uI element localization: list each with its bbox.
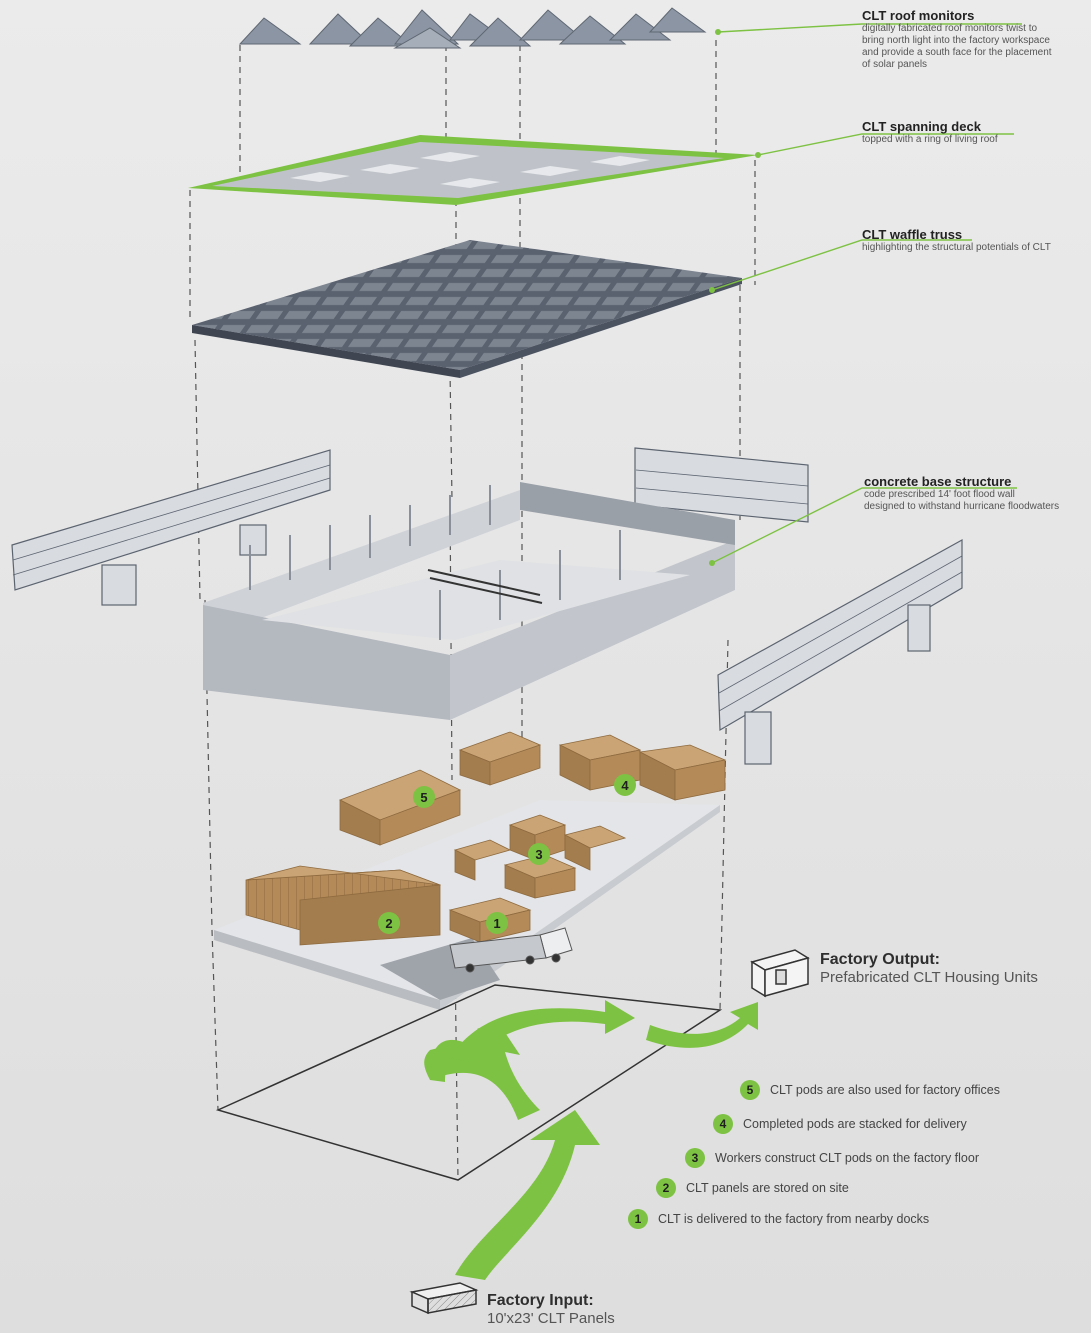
- factory-input-label: Factory Input: 10'x23' CLT Panels: [487, 1291, 615, 1328]
- clt-pods: [245, 731, 727, 946]
- factory-output-label: Factory Output: Prefabricated CLT Housin…: [820, 950, 1038, 987]
- legend-text: CLT pods are also used for factory offic…: [770, 1083, 1000, 1097]
- callout-title: concrete base structure: [864, 474, 1012, 489]
- callout-spanning-deck: CLT spanning deck topped with a ring of …: [862, 119, 1087, 146]
- callout-desc-line: and provide a south face for the placeme…: [862, 47, 1052, 58]
- waffle-truss: [192, 240, 742, 378]
- side-wall-panels: [11, 447, 963, 765]
- callout-leaders: [711, 23, 1022, 564]
- legend-item-5: 5 CLT pods are also used for factory off…: [740, 1080, 1000, 1100]
- callout-roof-monitors: CLT roof monitors digitally fabricated r…: [862, 8, 1087, 71]
- legend-item-3: 3 Workers construct CLT pods on the fact…: [685, 1148, 979, 1168]
- output-subtitle: Prefabricated CLT Housing Units: [820, 969, 1038, 986]
- callout-title: CLT spanning deck: [862, 119, 981, 134]
- callout-desc-line: designed to withstand hurricane floodwat…: [864, 501, 1060, 512]
- legend-text: Completed pods are stacked for delivery: [743, 1117, 967, 1131]
- callout-desc-line: of solar panels: [862, 59, 928, 70]
- spanning-deck: [188, 135, 758, 205]
- legend-item-4: 4 Completed pods are stacked for deliver…: [713, 1114, 967, 1134]
- dashed-guides: [189, 40, 756, 1181]
- callout-desc-line: bring north light into the factory works…: [862, 35, 1050, 46]
- callout-desc-line: topped with a ring of living roof: [862, 134, 998, 145]
- legend-number: 5: [740, 1080, 760, 1100]
- callout-desc-line: code prescribed 14' foot flood wall: [864, 489, 1015, 500]
- legend-text: CLT panels are stored on site: [686, 1181, 849, 1195]
- flow-arrows: [424, 1000, 758, 1280]
- concrete-base: [203, 482, 735, 720]
- step-badge-5: 5: [413, 786, 435, 808]
- input-title: Factory Input:: [487, 1292, 594, 1309]
- legend-text: Workers construct CLT pods on the factor…: [715, 1151, 980, 1165]
- step-badge-4: 4: [614, 774, 636, 796]
- callout-title: CLT roof monitors: [862, 8, 975, 23]
- legend-number: 1: [628, 1209, 648, 1229]
- legend-item-1: 1 CLT is delivered to the factory from n…: [628, 1209, 929, 1229]
- housing-unit-icon: [750, 949, 810, 998]
- legend-text: CLT is delivered to the factory from nea…: [658, 1212, 930, 1226]
- callout-title: CLT waffle truss: [862, 227, 963, 242]
- clt-panel-icon: [409, 1282, 479, 1315]
- input-subtitle: 10'x23' CLT Panels: [487, 1310, 615, 1327]
- roof-monitors: [238, 7, 707, 49]
- callout-base-structure: concrete base structure code prescribed …: [864, 474, 1089, 513]
- step-badge-3: 3: [528, 843, 550, 865]
- legend-item-2: 2 CLT panels are stored on site: [656, 1178, 849, 1198]
- truck-icon: [449, 927, 573, 973]
- legend-number: 4: [713, 1114, 733, 1134]
- step-badge-2: 2: [378, 912, 400, 934]
- step-badge-1: 1: [486, 912, 508, 934]
- output-title: Factory Output:: [820, 951, 940, 968]
- callout-desc-line: digitally fabricated roof monitors twist…: [862, 23, 1038, 34]
- callout-desc-line: highlighting the structural potentials o…: [862, 242, 1051, 253]
- ground-footprint-outline: [215, 984, 723, 1181]
- callout-waffle-truss: CLT waffle truss highlighting the struct…: [862, 227, 1087, 254]
- legend-number: 3: [685, 1148, 705, 1168]
- legend-number: 2: [656, 1178, 676, 1198]
